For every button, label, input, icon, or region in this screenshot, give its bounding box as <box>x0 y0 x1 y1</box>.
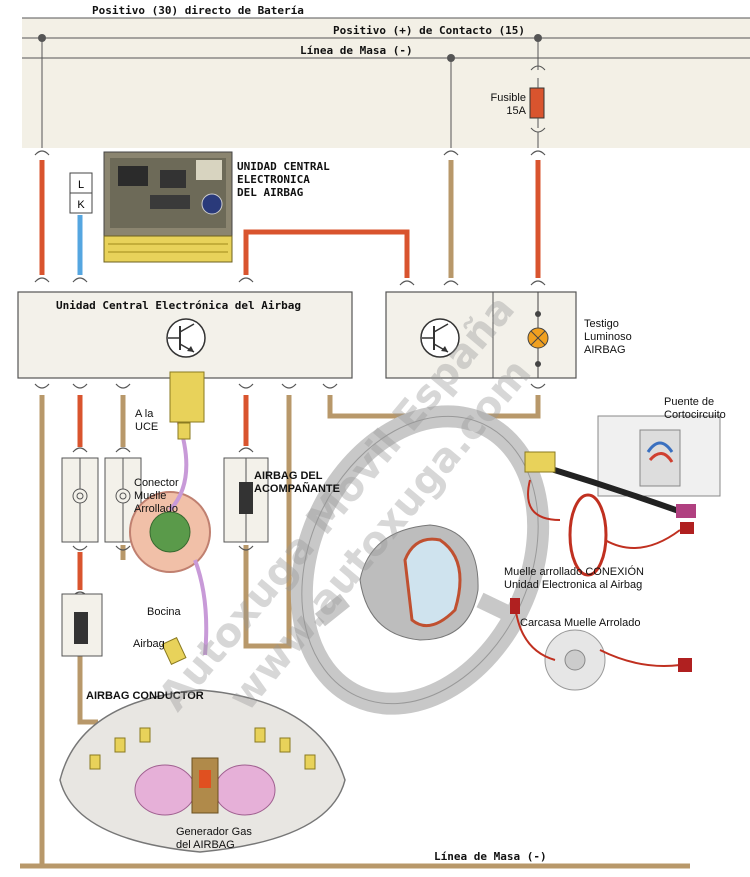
squib-wires <box>77 395 249 590</box>
clock-spring-connection-label: Muelle arrollado CONEXIÓN Unidad Electro… <box>504 566 644 591</box>
fuse-15a <box>529 65 546 133</box>
a-la-uce-label: A la UCE <box>135 408 159 433</box>
fuse-label: Fusible 15A <box>490 92 526 117</box>
lk-l-label: L <box>78 179 84 191</box>
lk-connector: L K <box>69 172 93 214</box>
control-unit-transistor-icon <box>166 318 206 358</box>
driver-airbag-squib-box <box>61 593 103 657</box>
warning-lamp-label: Testigo Luminoso AIRBAG <box>584 318 632 356</box>
gas-generator-image <box>59 689 346 853</box>
clock-spring-housing-label: Carcasa Muelle Arrolado <box>520 617 641 629</box>
lamp-unit-transistor-icon <box>420 318 460 358</box>
small-airbag-label: Airbag <box>133 638 165 650</box>
airbag-ecu-pcb-image <box>103 151 233 263</box>
short-circuit-bridge-label: Puente de Cortocircuito <box>664 396 726 421</box>
ignition-rail-label: Positivo (+) de Contacto (15) <box>333 24 526 37</box>
driver-airbag-label: AIRBAG CONDUCTOR <box>86 690 204 702</box>
supply-wires <box>39 160 541 278</box>
clock-spring-connection-image <box>524 451 696 577</box>
warning-lamp-icon <box>527 292 549 378</box>
rail-lines <box>22 17 750 59</box>
ground-rail-bottom-label: Línea de Masa (-) <box>434 850 547 863</box>
battery-rail-label: Positivo (30) directo de Batería <box>92 4 304 17</box>
control-unit-label: Unidad Central Electrónica del Airbag <box>56 299 302 312</box>
supply-rail-panel <box>22 18 750 148</box>
short-circuit-bridge-image <box>597 415 721 497</box>
clock-spring-image <box>129 371 211 666</box>
clock-spring-housing-image <box>510 598 692 691</box>
pcb-title: UNIDAD CENTRAL ELECTRONICA DEL AIRBAG <box>237 160 330 199</box>
gas-generator-label: Generador Gas del AIRBAG <box>176 826 252 851</box>
steering-wheel-image <box>290 405 550 715</box>
ground-rail-top-label: Línea de Masa (-) <box>300 44 413 57</box>
warning-lamp-unit-box <box>385 291 577 379</box>
clock-spring-connector-label: Conector Muelle Arrollado <box>134 477 179 515</box>
passenger-airbag-squib-box <box>223 457 269 543</box>
clock-spring-box-2 <box>104 457 142 543</box>
horn-label: Bocina <box>147 606 181 618</box>
clock-spring-box-1 <box>61 457 99 543</box>
passenger-airbag-label: AIRBAG DEL ACOMPAÑANTE <box>254 470 340 495</box>
lk-k-label: K <box>77 199 85 211</box>
